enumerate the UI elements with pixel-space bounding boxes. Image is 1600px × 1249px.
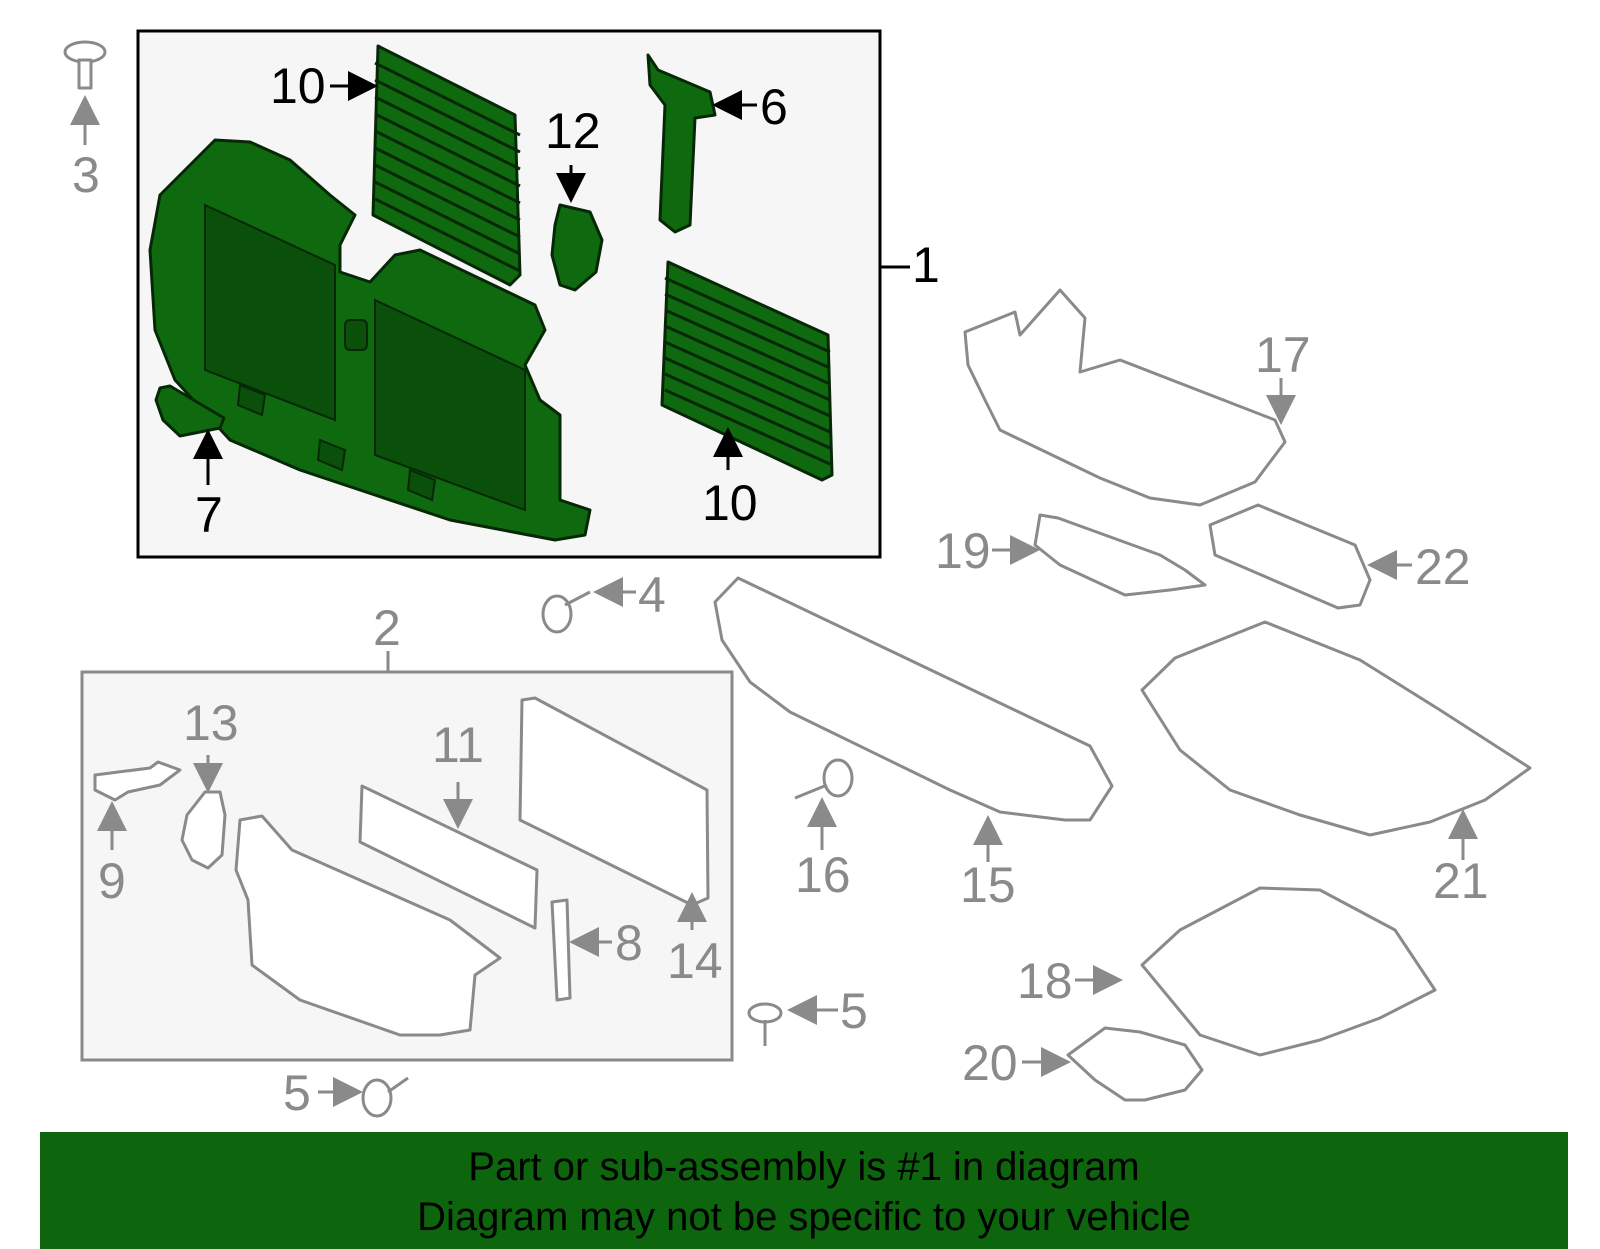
banner-line-2: Diagram may not be specific to your vehi… [417,1195,1191,1239]
callout-3: 3 [72,147,100,203]
part-20-shield [1066,1026,1204,1102]
callout-15: 15 [960,857,1016,913]
callout-21: 21 [1433,853,1489,909]
part-19-shield [1033,513,1207,597]
disclaimer-banner: Part or sub-assembly is #1 in diagram Di… [40,1132,1568,1249]
part-22-shield [1208,503,1372,610]
part-17-shield [963,288,1287,507]
fastener-3 [63,40,107,90]
callout-8: 8 [615,915,643,971]
part-14-panel [518,696,710,907]
callout-22: 22 [1415,539,1471,595]
callout-17: 17 [1255,327,1311,383]
callout-5-bottom: 5 [283,1065,311,1121]
callout-5-right: 5 [840,983,868,1039]
callout-12: 12 [545,103,601,159]
callout-2: 2 [373,600,401,656]
fastener-5b [361,1076,409,1118]
part-21-shield [1140,620,1532,837]
part-18-shield [1140,886,1437,1057]
callout-13: 13 [183,695,239,751]
callout-4: 4 [638,567,666,623]
part-6-bracket [646,53,717,234]
callout-14: 14 [667,933,723,989]
callout-6: 6 [760,79,788,135]
callout-16: 16 [795,847,851,903]
part-15-panel [713,576,1114,822]
callout-11: 11 [432,717,484,773]
callout-18: 18 [1017,953,1073,1009]
fastener-5a [747,1002,783,1046]
callout-9: 9 [98,853,126,909]
callout-1: 1 [912,237,940,293]
active-grille-shutter-frame [148,138,592,542]
part-8-strip [550,898,572,1002]
callout-7: 7 [195,487,223,543]
callout-20: 20 [962,1035,1018,1091]
callout-10-upper: 10 [270,58,326,114]
banner-line-1: Part or sub-assembly is #1 in diagram [468,1145,1140,1189]
part-9-bracket [93,760,182,802]
callout-19: 19 [935,523,991,579]
louver-upper [371,44,522,287]
fastener-16 [794,758,854,800]
part-air-guide [234,814,502,1037]
part-13-shape [180,790,227,870]
callout-10-lower: 10 [702,475,758,531]
part-12-shape [550,203,604,292]
louver-lower [660,260,834,482]
fastener-4 [541,590,591,634]
part-11-louver [358,784,539,930]
